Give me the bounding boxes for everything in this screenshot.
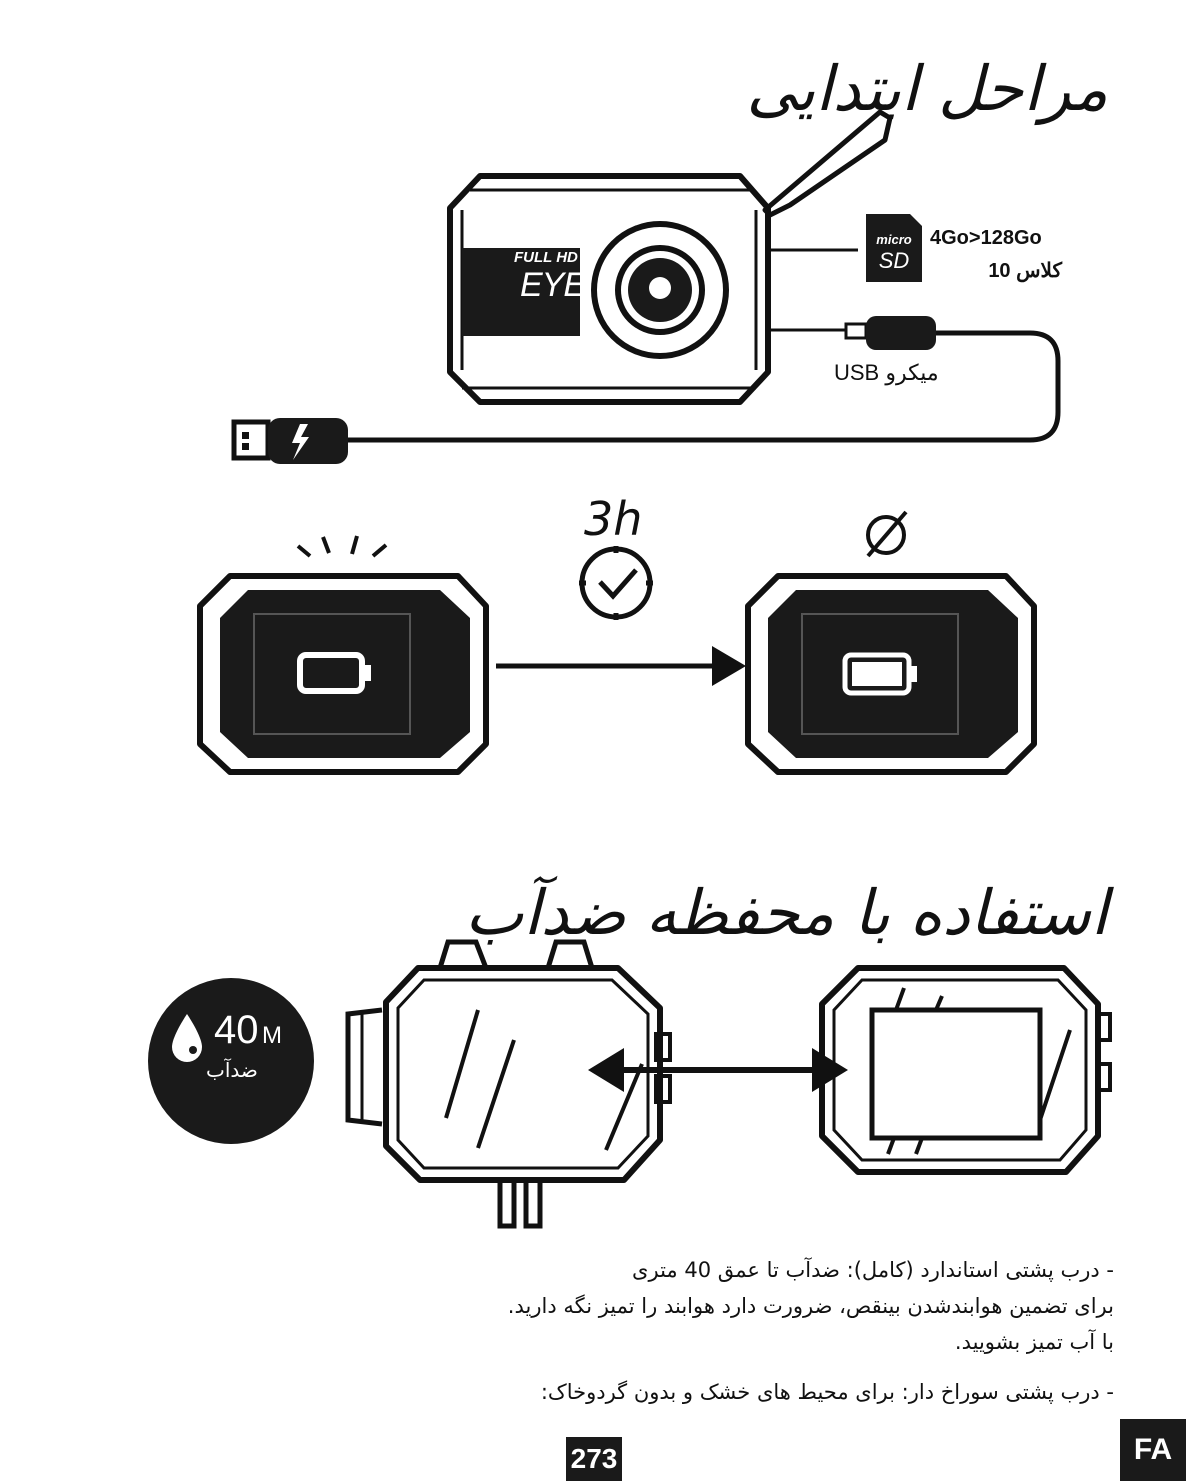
double-arrow-left-icon xyxy=(588,1048,624,1092)
double-arrow-right-icon xyxy=(812,1048,848,1092)
language-tag: FA xyxy=(1120,1419,1186,1481)
camera-back-charged xyxy=(748,576,1034,772)
waterproof-case-diagram xyxy=(0,930,1186,1230)
light-off-icon xyxy=(868,512,906,556)
note-standard-door: - درب پشتی استاندارد (کامل): ضدآب تا عمق… xyxy=(632,1258,1114,1282)
note-seal-clean: برای تضمین هوابندشدن بینقص، ضرورت دارد ه… xyxy=(508,1294,1114,1318)
back-door-window xyxy=(872,1010,1040,1138)
camera-back-charging xyxy=(200,576,486,772)
camera-side-door xyxy=(765,112,890,215)
clock-check-icon xyxy=(582,549,650,617)
charging-arrow-icon xyxy=(712,646,746,686)
note-perforated-door: - درب پشتی سوراخ دار: برای محیط های خشک … xyxy=(541,1380,1114,1404)
usb-a-plug-icon xyxy=(234,422,268,458)
note-wash-water: با آب تمیز بشویید. xyxy=(955,1330,1114,1354)
sd-class-label: کلاس 10 xyxy=(988,258,1062,283)
camera-brand-top: FULL HD xyxy=(514,249,578,266)
sd-capacity-label: 4Go>128Go xyxy=(930,227,1042,250)
sd-logo-top: micro xyxy=(868,232,920,247)
charge-time-label: 3h xyxy=(584,492,642,546)
camera-setup-diagram xyxy=(0,100,1186,480)
page-number: 273 xyxy=(566,1437,622,1481)
micro-usb-label: میکرو USB xyxy=(834,360,939,386)
charging-light-rays xyxy=(298,536,386,556)
camera-brand-main: EYE xyxy=(520,266,585,305)
sd-logo-bottom: SD xyxy=(868,248,920,274)
micro-usb-plug-icon xyxy=(866,316,936,350)
